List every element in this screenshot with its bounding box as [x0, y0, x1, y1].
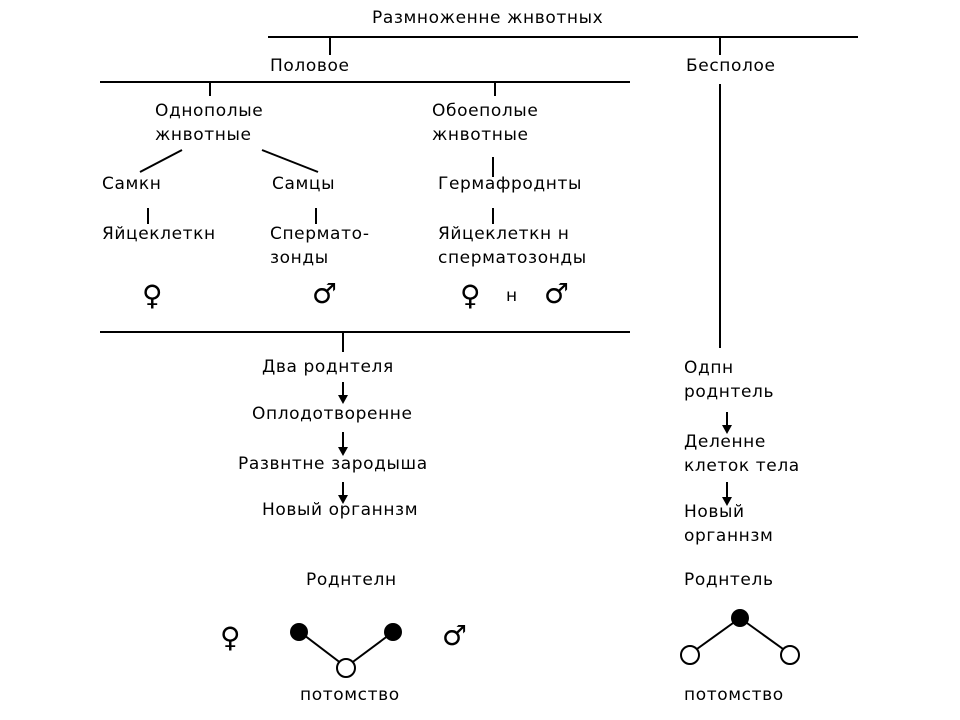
step-embryo-development: Развнтне зароды­ша — [238, 454, 428, 474]
asex-new-organism-line2: органнзм — [684, 526, 774, 546]
one-parent-line1: Одпн — [684, 358, 734, 378]
to-females-line — [139, 149, 183, 173]
division-line2: клеток тела — [684, 456, 800, 476]
tree-left-line — [299, 631, 347, 668]
arrowhead-3 — [338, 495, 348, 504]
asex-offspring-node-left — [680, 645, 700, 665]
arrowhead-5 — [722, 497, 732, 506]
division-line1: Деленне — [684, 432, 766, 452]
herm-female-symbol-icon: ♀ — [460, 279, 481, 312]
asex-offspring-node-right — [780, 645, 800, 665]
sperm-line2: зонды — [270, 248, 329, 268]
hermaphrodites-label: Гермафроднты — [438, 174, 582, 194]
unisexual-line2: жнвотные — [155, 125, 252, 145]
males-label: Самцы — [272, 174, 336, 194]
to-males-line — [261, 149, 319, 173]
offspring-node — [336, 658, 356, 678]
female-symbol-icon: ♀ — [142, 279, 163, 312]
asex-parent-node — [731, 609, 749, 627]
parents-label: Роднтелн — [306, 570, 397, 590]
sperm-line1: Сперматo- — [270, 224, 370, 244]
step-two-parents: Два роднтеля — [262, 357, 394, 377]
arrowhead-4 — [722, 425, 732, 434]
eggs-label: Яйцеклеткн — [102, 224, 216, 244]
asex-new-organism-line1: Новый — [684, 502, 745, 522]
females-label: Самкн — [102, 174, 162, 194]
asex-tree-right-line — [739, 617, 791, 655]
arrowhead-1 — [338, 395, 348, 404]
diagram-title: Размноженне жнвотных — [372, 8, 604, 28]
one-parent-line2: роднтель — [684, 382, 775, 402]
step-new-organism: Новый органнзм — [262, 500, 419, 520]
asex-tree-left-line — [689, 617, 741, 655]
asex-parent-label: Роднтель — [684, 570, 774, 590]
arrowhead-2 — [338, 447, 348, 456]
tree-right-line — [345, 631, 394, 668]
hermaphrodite-group-line1: Обоеполые — [432, 101, 539, 121]
step-fertilization: Оплодотворенне — [252, 404, 413, 424]
asexual-label: Бесполое — [686, 56, 776, 76]
tree-male-symbol-icon: ♂ — [442, 619, 468, 652]
sexual-label: Половое — [270, 56, 350, 76]
parent-node-female — [290, 623, 308, 641]
herm-male-symbol-icon: ♂ — [544, 277, 570, 310]
male-symbol-icon: ♂ — [312, 277, 338, 310]
eggs-and-sperm-line1: Яйцеклеткн н — [438, 224, 570, 244]
tree-female-symbol-icon: ♀ — [220, 621, 241, 654]
asex-offspring-label: потомство — [684, 685, 784, 705]
eggs-and-sperm-line2: сперматозонды — [438, 248, 587, 268]
unisexual-line1: Однополые — [155, 101, 264, 121]
hermaphrodite-group-line2: жнвотные — [432, 125, 529, 145]
parent-node-male — [384, 623, 402, 641]
offspring-label: потомство — [300, 685, 400, 705]
and-word: н — [506, 286, 518, 306]
